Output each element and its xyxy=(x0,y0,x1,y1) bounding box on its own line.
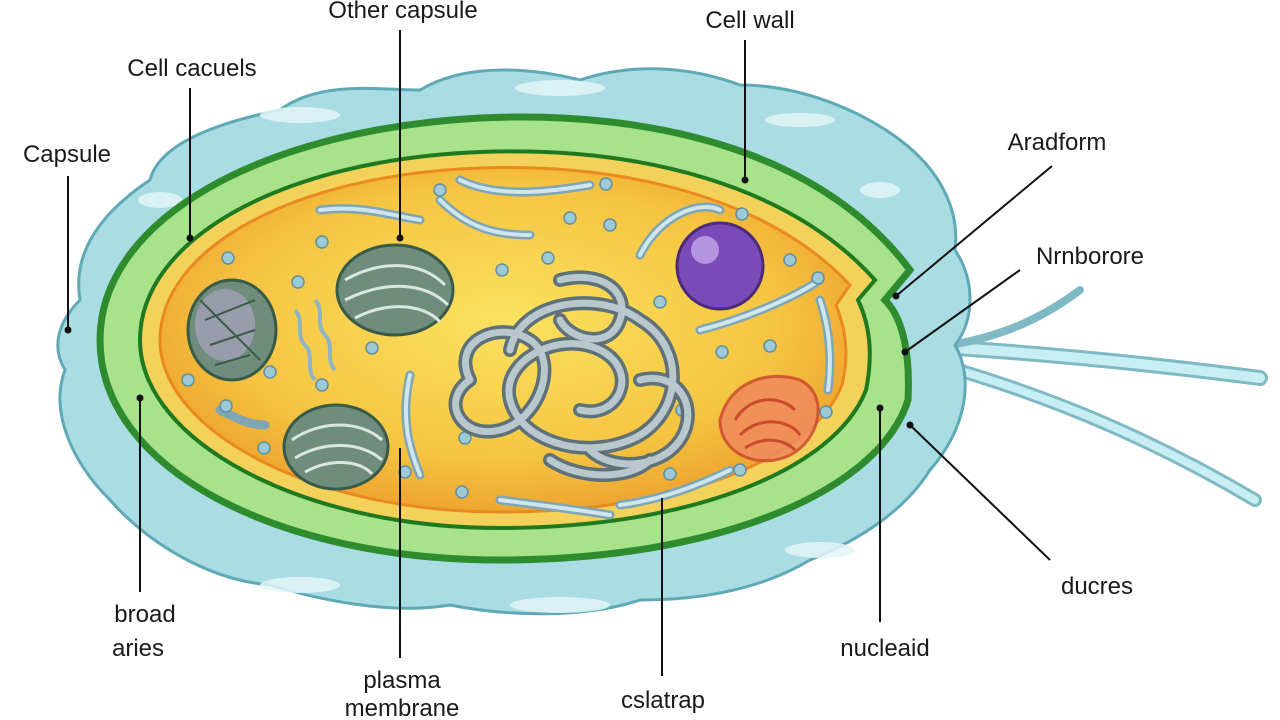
label-nrnborore: Nrnborore xyxy=(1036,243,1144,270)
label-capsule: Capsule xyxy=(23,141,111,168)
capsule-highlights xyxy=(138,80,900,613)
label-broad-line1: broad xyxy=(114,601,175,628)
label-other-capsule: Other capsule xyxy=(328,0,477,24)
label-plasma-line1: plasma xyxy=(363,667,441,694)
label-nucleaid: nucleaid xyxy=(840,635,929,662)
red-organelle xyxy=(718,374,820,463)
nucleoid xyxy=(448,270,695,482)
label-broad-line2: aries xyxy=(112,635,164,662)
inclusion-body-3 xyxy=(282,403,390,491)
label-cell-wall: Cell wall xyxy=(705,7,794,34)
label-plasma-line2: membrane xyxy=(345,695,460,720)
storage-granule xyxy=(675,221,765,311)
squiggle-filaments xyxy=(293,298,337,382)
leader-lines xyxy=(64,30,1053,676)
label-ducres: ducres xyxy=(1061,573,1133,600)
label-aradform: Aradform xyxy=(1008,129,1107,156)
label-cell-cacuels: Cell cacuels xyxy=(127,55,256,82)
ribosomes xyxy=(181,177,833,499)
inclusion-body-1 xyxy=(186,278,278,382)
label-cslatrap: cslatrap xyxy=(621,687,705,714)
inclusion-body-2 xyxy=(335,243,455,337)
cytoskeleton-highlights xyxy=(318,178,832,517)
